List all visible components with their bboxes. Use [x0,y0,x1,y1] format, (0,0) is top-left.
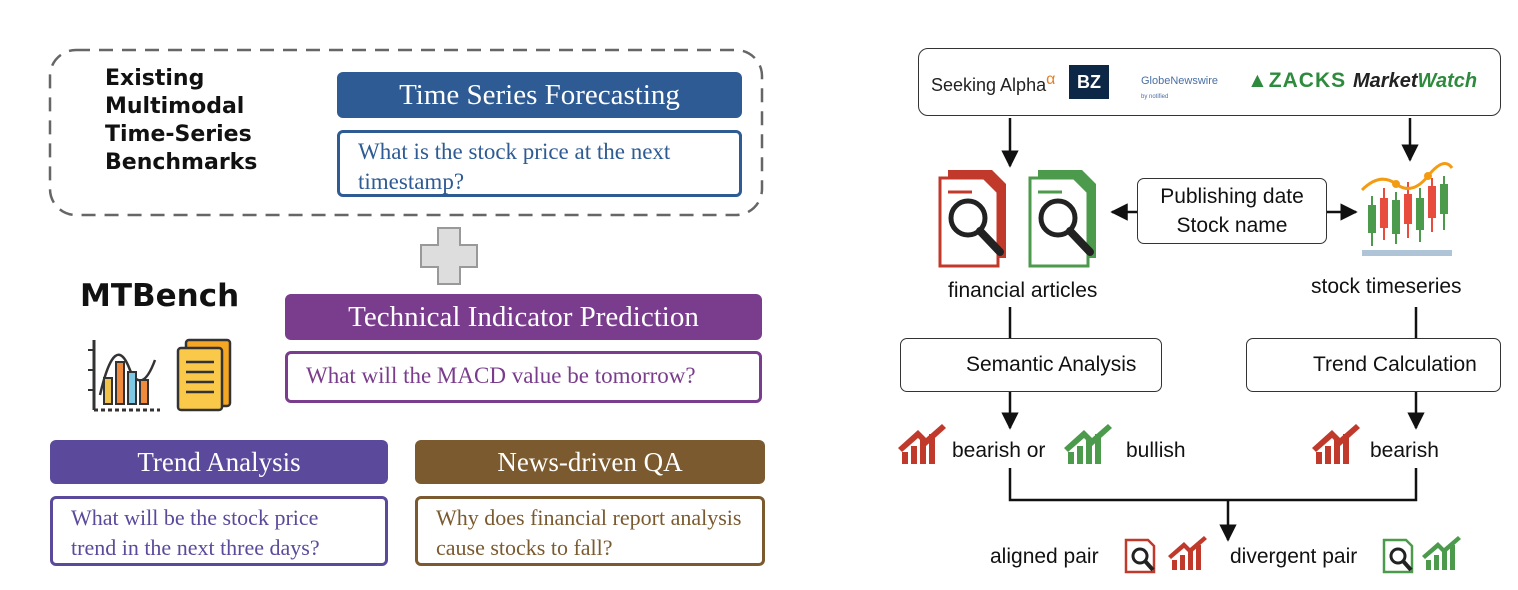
globenewswire-text: GlobeNewswire [1141,75,1219,87]
candlestick-chart-icon [1360,162,1454,256]
task-news-driven-qa-title: News-driven QA [415,440,765,484]
news-sources-banner: Seeking Alphaα BZ GlobeNewswire by notif… [918,48,1501,116]
aligned-pair-bearish-icon [1168,536,1207,570]
bearish-label: bearish [1370,439,1439,462]
plus-icon [420,227,478,285]
bz-logo: BZ [1069,65,1109,99]
globenewswire-logo: GlobeNewswire by notified [1141,71,1218,107]
existing-benchmarks-dashed-frame [48,48,764,217]
financial-article-red-icon [938,170,1006,268]
seeking-alpha-logo: Seeking Alphaα [931,71,1055,96]
bullish-label: bullish [1126,439,1186,462]
task-trend-analysis-title: Trend Analysis [50,440,388,484]
divergent-pair-label: divergent pair [1230,545,1358,568]
existing-line-2: Multimodal [105,94,245,119]
aligned-pair-label: aligned pair [990,545,1099,568]
divergent-pair-doc-icon [1382,538,1414,574]
marketwatch-logo: MarketWatch [1353,70,1477,93]
zacks-triangle-icon: ▲ [1247,69,1269,92]
bearish-or-label: bearish or [952,439,1046,462]
aligned-pair-doc-icon [1124,538,1156,574]
zacks-logo: ▲ZACKS [1247,69,1346,93]
mtbench-title: MTBench [80,278,240,314]
task-news-driven-qa-question: Why does financial report analysis cause… [415,496,765,566]
globenewswire-subtext: by notified [1141,94,1169,100]
existing-benchmarks-label: Existing Multimodal Time-Series Benchmar… [105,65,305,177]
seeking-alpha-text: Seeking Alpha [931,75,1047,95]
marketwatch-text-a: Market [1353,70,1418,92]
trend-calculation-box [1246,338,1501,392]
financial-articles-label: financial articles [948,279,1098,302]
stock-timeseries-label: stock timeseries [1311,275,1462,298]
task-trend-analysis-question: What will be the stock price trend in th… [50,496,388,566]
existing-line-1: Existing [105,66,205,91]
bullish-icon [1064,424,1112,464]
financial-article-green-icon [1028,170,1096,268]
metadata-box: Publishing date Stock name [1137,178,1327,244]
bearish-icon-left [898,424,946,464]
task-technical-indicator-title: Technical Indicator Prediction [285,294,762,340]
task-time-series-forecasting-title: Time Series Forecasting [337,72,742,118]
existing-line-3: Time-Series [105,122,252,147]
existing-line-4: Benchmarks [105,150,258,175]
document-icon [176,338,232,412]
trend-calculation-label: Trend Calculation [1313,353,1477,376]
marketwatch-text-b: Watch [1417,70,1478,92]
stock-name-label: Stock name [1176,214,1288,237]
semantic-analysis-label: Semantic Analysis [966,353,1137,376]
task-time-series-forecasting-question: What is the stock price at the next time… [337,130,742,197]
divergent-pair-bullish-icon [1422,536,1461,570]
merge-lines [1008,468,1418,502]
alpha-symbol: α [1046,71,1056,88]
semantic-analysis-box [900,338,1162,392]
publishing-date-label: Publishing date [1160,185,1304,208]
bearish-icon-right [1312,424,1360,464]
task-technical-indicator-question: What will the MACD value be tomorrow? [285,351,762,403]
zacks-text: ZACKS [1268,69,1347,92]
bar-chart-icon [88,340,160,412]
